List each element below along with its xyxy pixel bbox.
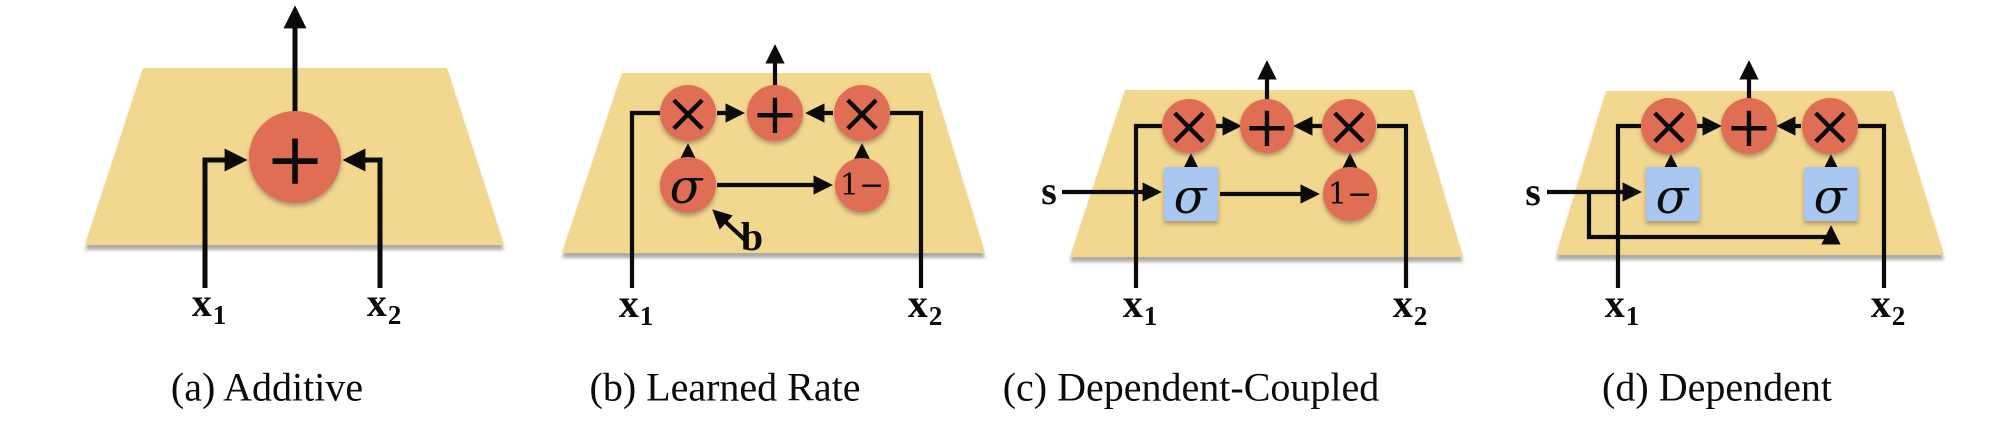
- times-right-label-d: ×: [1806, 94, 1854, 159]
- arrow-d-state-to-sigmaright: [1586, 192, 1841, 245]
- x2-sub-c: 2: [1413, 300, 1428, 331]
- input-label-x1-b: x1: [618, 280, 654, 331]
- times-right-node-d: [1802, 98, 1858, 154]
- add-node-b: [747, 85, 803, 141]
- add-node-c: [1240, 99, 1294, 153]
- wire-d-x1-input: [1615, 123, 1641, 288]
- times-left-node-d: [1641, 98, 1697, 154]
- sigma-label-c: σ: [1173, 169, 1207, 225]
- caption-b: (b) Learned Rate: [589, 364, 861, 410]
- times-right-node-c: [1322, 99, 1376, 153]
- x1-base-a: x: [191, 279, 212, 325]
- caption-a: (a) Additive: [170, 364, 364, 410]
- arrow-a-x2-input: [342, 148, 383, 288]
- sigma-right-gate-d: [1804, 167, 1858, 221]
- input-label-x1-c: x1: [1122, 280, 1158, 331]
- times-left-node-c: [1162, 99, 1216, 153]
- x1-sub-b: 1: [639, 300, 654, 331]
- input-label-x2-d: x2: [1870, 280, 1906, 331]
- x1-base-d: x: [1604, 280, 1625, 326]
- add-label-b: +: [751, 82, 799, 147]
- add-label-d: +: [1725, 95, 1773, 160]
- wire-c-x1-input: [1133, 123, 1162, 288]
- panel-d-graphics: [1547, 60, 1944, 288]
- x2-base-c: x: [1392, 280, 1413, 326]
- x1-sub-a: 1: [212, 299, 227, 330]
- wire-b-x1-input: [629, 110, 660, 288]
- sigma-left-label-d: σ: [1655, 169, 1689, 225]
- times-right-label-c: ×: [1325, 94, 1373, 159]
- times-left-node-b: [660, 85, 716, 141]
- x2-base-a: x: [366, 279, 387, 325]
- panel-b-graphics: [562, 44, 985, 288]
- sigma-left-gate-d: [1646, 167, 1700, 221]
- x1-sub-d: 1: [1625, 300, 1640, 331]
- one-minus-node-c: [1323, 167, 1377, 221]
- arrow-b-bias-to-sigma: [712, 209, 748, 243]
- input-label-x2-b: x2: [907, 280, 943, 331]
- x2-sub-b: 2: [928, 300, 943, 331]
- sigma-right-label-d: σ: [1813, 169, 1847, 225]
- x1-sub-c: 1: [1143, 300, 1158, 331]
- wire-b-x2-input: [890, 110, 924, 288]
- x2-sub-a: 2: [387, 299, 402, 330]
- panel-c-graphics: [1062, 60, 1463, 288]
- panel-a-graphics: [85, 5, 504, 288]
- one-minus-node-b: [835, 158, 889, 212]
- arrow-a-x1-input: [202, 148, 248, 288]
- input-label-x2-a: x2: [366, 279, 402, 330]
- times-left-label-c: ×: [1165, 94, 1213, 159]
- x1-base-c: x: [1122, 280, 1143, 326]
- wire-c-x2-input: [1377, 123, 1409, 288]
- add-label-c: +: [1243, 95, 1291, 160]
- times-left-label-b: ×: [664, 81, 712, 146]
- one-minus-label-b: 1−: [839, 168, 885, 203]
- times-left-label-d: ×: [1645, 94, 1693, 159]
- caption-c: (c) Dependent-Coupled: [1002, 364, 1380, 410]
- sigma-node-b: [660, 157, 716, 213]
- x2-sub-d: 2: [1891, 300, 1906, 331]
- add-node-label-a: +: [264, 117, 326, 201]
- add-node-d: [1721, 98, 1777, 154]
- add-node-a: [249, 111, 341, 203]
- bias-label-b: b: [740, 214, 764, 259]
- x1-base-b: x: [618, 280, 639, 326]
- state-label-d: s: [1525, 169, 1541, 214]
- caption-d: (d) Dependent: [1602, 364, 1832, 410]
- input-label-x1-d: x1: [1604, 280, 1640, 331]
- wire-d-x2-input: [1858, 123, 1887, 288]
- sigma-gate-c: [1164, 167, 1218, 221]
- sigma-label-b: σ: [669, 159, 703, 215]
- times-right-label-b: ×: [838, 81, 886, 146]
- x2-base-b: x: [907, 280, 928, 326]
- times-right-node-b: [834, 85, 890, 141]
- state-label-c: s: [1041, 168, 1057, 213]
- input-label-x2-c: x2: [1392, 280, 1428, 331]
- x2-base-d: x: [1870, 280, 1891, 326]
- one-minus-label-c: 1−: [1327, 177, 1373, 212]
- input-label-x1-a: x1: [191, 279, 227, 330]
